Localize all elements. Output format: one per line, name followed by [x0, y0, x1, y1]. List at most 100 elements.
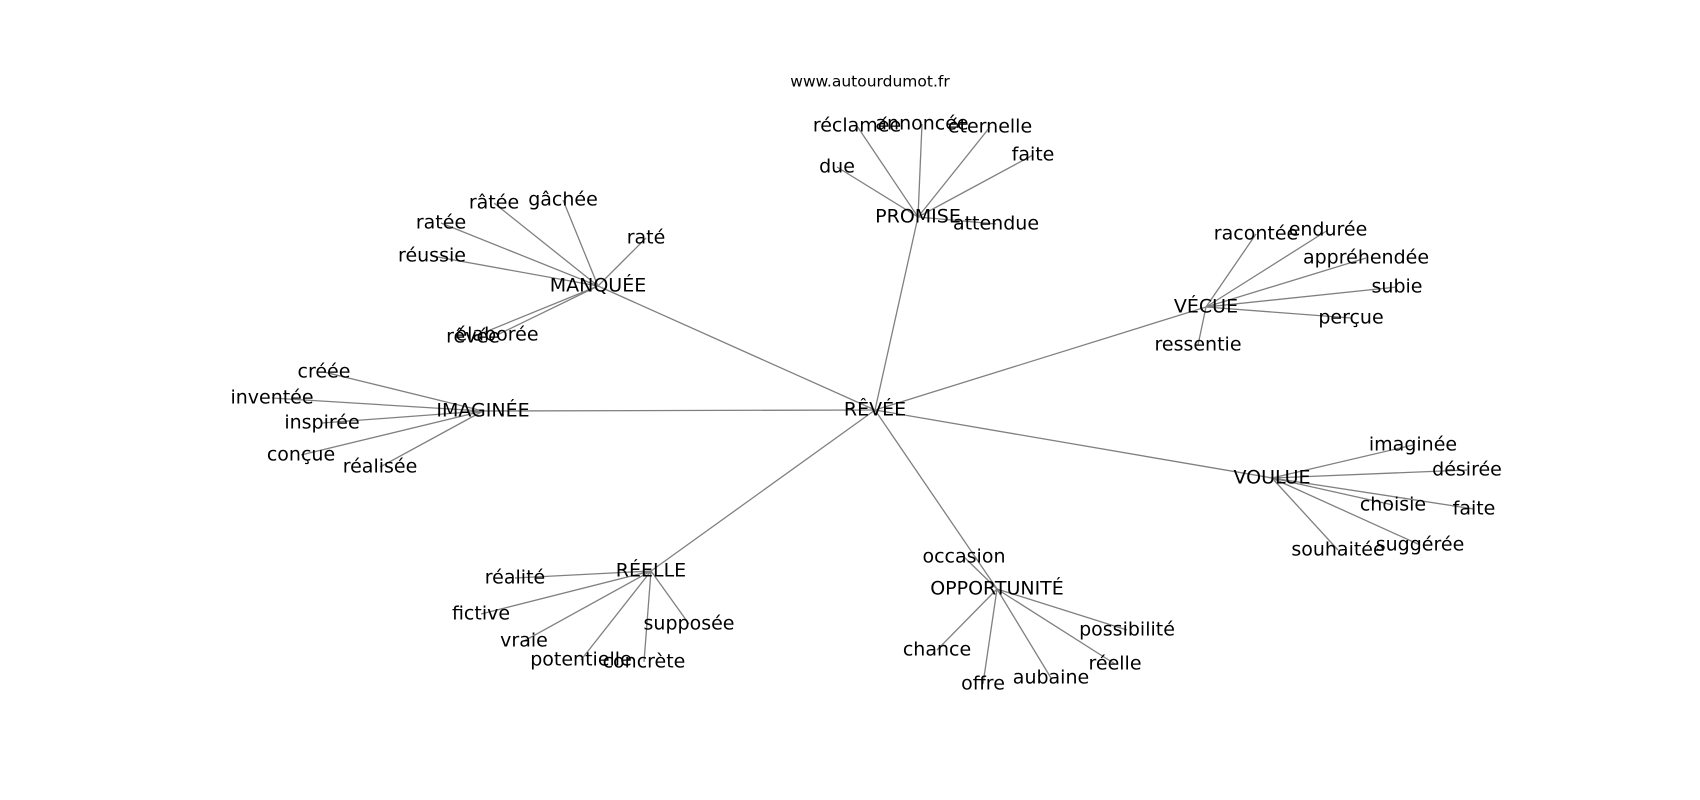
node-cluster-reelle: RÉELLE	[616, 559, 686, 582]
node-leaf-opportunite-2: chance	[903, 639, 971, 661]
edge-reelle-leaf-1	[480, 570, 652, 615]
edge-root-voulue	[874, 409, 1273, 479]
edge-imaginee-leaf-4	[379, 410, 484, 468]
node-leaf-opportunite-1: possibilité	[1079, 619, 1175, 641]
edge-vecue-leaf-0	[1205, 233, 1257, 308]
node-leaf-opportunite-5: réelle	[1088, 653, 1141, 675]
edge-opportunite-leaf-1	[996, 588, 1128, 631]
node-cluster-voulue: VOULUE	[1233, 467, 1310, 489]
edge-voulue-leaf-5	[1271, 477, 1339, 551]
node-leaf-manquee-5: élaborée	[455, 324, 538, 346]
edge-voulue-leaf-0	[1271, 444, 1414, 479]
node-leaf-imaginee-0: créée	[298, 361, 351, 383]
watermark-text: www.autourdumot.fr	[790, 73, 950, 91]
node-leaf-opportunite-0: occasion	[922, 546, 1005, 568]
node-leaf-imaginee-3: conçue	[267, 444, 335, 466]
node-leaf-promise-3: faite	[1012, 144, 1055, 166]
edge-root-imaginee	[482, 409, 876, 412]
edge-root-vecue	[874, 306, 1207, 411]
edge-promise-leaf-5	[917, 216, 997, 225]
node-leaf-voulue-0: imaginée	[1369, 434, 1457, 456]
edge-voulue-leaf-2	[1271, 477, 1394, 506]
node-leaf-manquee-3: raté	[627, 227, 666, 249]
edge-manquee-leaf-1	[493, 202, 599, 287]
node-cluster-vecue: VÉCUE	[1174, 295, 1238, 318]
edge-promise-leaf-3	[917, 154, 1034, 218]
node-leaf-voulue-3: faite	[1453, 498, 1496, 520]
edge-root-opportunite	[874, 409, 998, 590]
edge-opportunite-leaf-0	[963, 556, 998, 590]
edge-vecue-leaf-4	[1205, 306, 1352, 319]
edge-vecue-leaf-5	[1197, 306, 1207, 346]
node-leaf-manquee-4: réussie	[398, 245, 466, 267]
node-leaf-reelle-1: fictive	[452, 603, 510, 625]
edge-vecue-leaf-1	[1205, 229, 1329, 308]
node-leaf-opportunite-3: offre	[961, 673, 1005, 695]
node-leaf-promise-5: attendue	[953, 213, 1039, 235]
node-leaf-promise-4: due	[819, 156, 855, 178]
node-leaf-reelle-2: vraie	[500, 630, 548, 652]
edge-imaginee-leaf-0	[323, 371, 484, 412]
edge-manquee-leaf-6	[472, 285, 599, 338]
edge-root-promise	[874, 216, 919, 411]
edge-root-reelle	[650, 409, 876, 572]
edge-reelle-leaf-2	[523, 570, 652, 642]
edge-promise-leaf-4	[836, 166, 919, 218]
node-leaf-vecue-0: racontée	[1214, 223, 1298, 245]
edge-voulue-leaf-3	[1271, 477, 1475, 510]
edge-vecue-leaf-3	[1205, 286, 1398, 308]
node-leaf-vecue-2: appréhendée	[1303, 247, 1429, 269]
edge-manquee-leaf-4	[431, 255, 599, 287]
node-leaf-vecue-5: ressentie	[1154, 334, 1241, 356]
node-leaf-vecue-3: subie	[1372, 276, 1423, 298]
node-leaf-voulue-5: souhaitée	[1291, 539, 1384, 561]
graph-labels: www.autourdumot.fr RÊVÉEPROMISEréclaméea…	[230, 73, 1501, 695]
edge-promise-leaf-1	[917, 123, 923, 218]
edge-reelle-leaf-4	[643, 570, 652, 663]
edge-reelle-leaf-0	[514, 570, 652, 579]
edge-imaginee-leaf-3	[300, 410, 484, 456]
node-leaf-voulue-1: désirée	[1432, 459, 1502, 481]
edge-promise-leaf-2	[917, 126, 991, 218]
node-cluster-promise: PROMISE	[875, 206, 961, 228]
node-cluster-manquee: MANQUÉE	[550, 274, 646, 297]
edge-opportunite-leaf-4	[996, 588, 1052, 679]
node-leaf-manquee-1: râtée	[469, 192, 519, 214]
edge-reelle-leaf-3	[580, 570, 652, 661]
node-leaf-reelle-0: réalité	[485, 567, 545, 589]
node-cluster-opportunite: OPPORTUNITÉ	[930, 577, 1064, 600]
node-leaf-vecue-1: endurée	[1289, 219, 1368, 241]
node-leaf-imaginee-2: inspirée	[284, 412, 359, 434]
edge-imaginee-leaf-2	[321, 410, 484, 424]
node-leaf-promise-1: annoncée	[875, 113, 968, 135]
node-leaf-voulue-4: suggérée	[1376, 534, 1465, 556]
edge-manquee-leaf-3	[597, 237, 647, 287]
edge-opportunite-leaf-5	[996, 588, 1116, 665]
node-leaf-reelle-5: supposée	[644, 613, 735, 635]
node-leaf-reelle-3: potentielle	[530, 649, 632, 671]
node-leaf-vecue-4: perçue	[1318, 307, 1383, 329]
node-leaf-manquee-2: ratée	[416, 212, 466, 234]
edge-root-manquee	[597, 285, 876, 411]
node-cluster-imaginee: IMAGINÉE	[436, 399, 529, 422]
edge-manquee-leaf-2	[440, 222, 599, 287]
node-leaf-voulue-2: choisie	[1360, 494, 1426, 516]
node-leaf-promise-0: réclamée	[813, 115, 901, 137]
edge-manquee-leaf-0	[562, 199, 599, 287]
node-leaf-manquee-0: gâchée	[528, 189, 598, 211]
edge-manquee-leaf-5	[496, 285, 599, 336]
node-leaf-promise-2: éternelle	[948, 116, 1032, 138]
edge-reelle-leaf-5	[650, 570, 690, 625]
graph-edges	[271, 123, 1475, 685]
node-leaf-manquee-6: rêvée	[446, 326, 500, 348]
node-leaf-imaginee-1: inventée	[230, 387, 313, 409]
edge-promise-leaf-0	[856, 125, 919, 218]
node-leaf-imaginee-4: réalisée	[343, 456, 418, 478]
node-leaf-opportunite-4: aubaine	[1013, 667, 1089, 689]
node-root: RÊVÉE	[844, 398, 906, 421]
edge-imaginee-leaf-1	[271, 397, 484, 412]
edge-opportunite-leaf-2	[936, 588, 998, 651]
edge-voulue-leaf-1	[1271, 469, 1468, 479]
edge-opportunite-leaf-3	[982, 588, 998, 685]
